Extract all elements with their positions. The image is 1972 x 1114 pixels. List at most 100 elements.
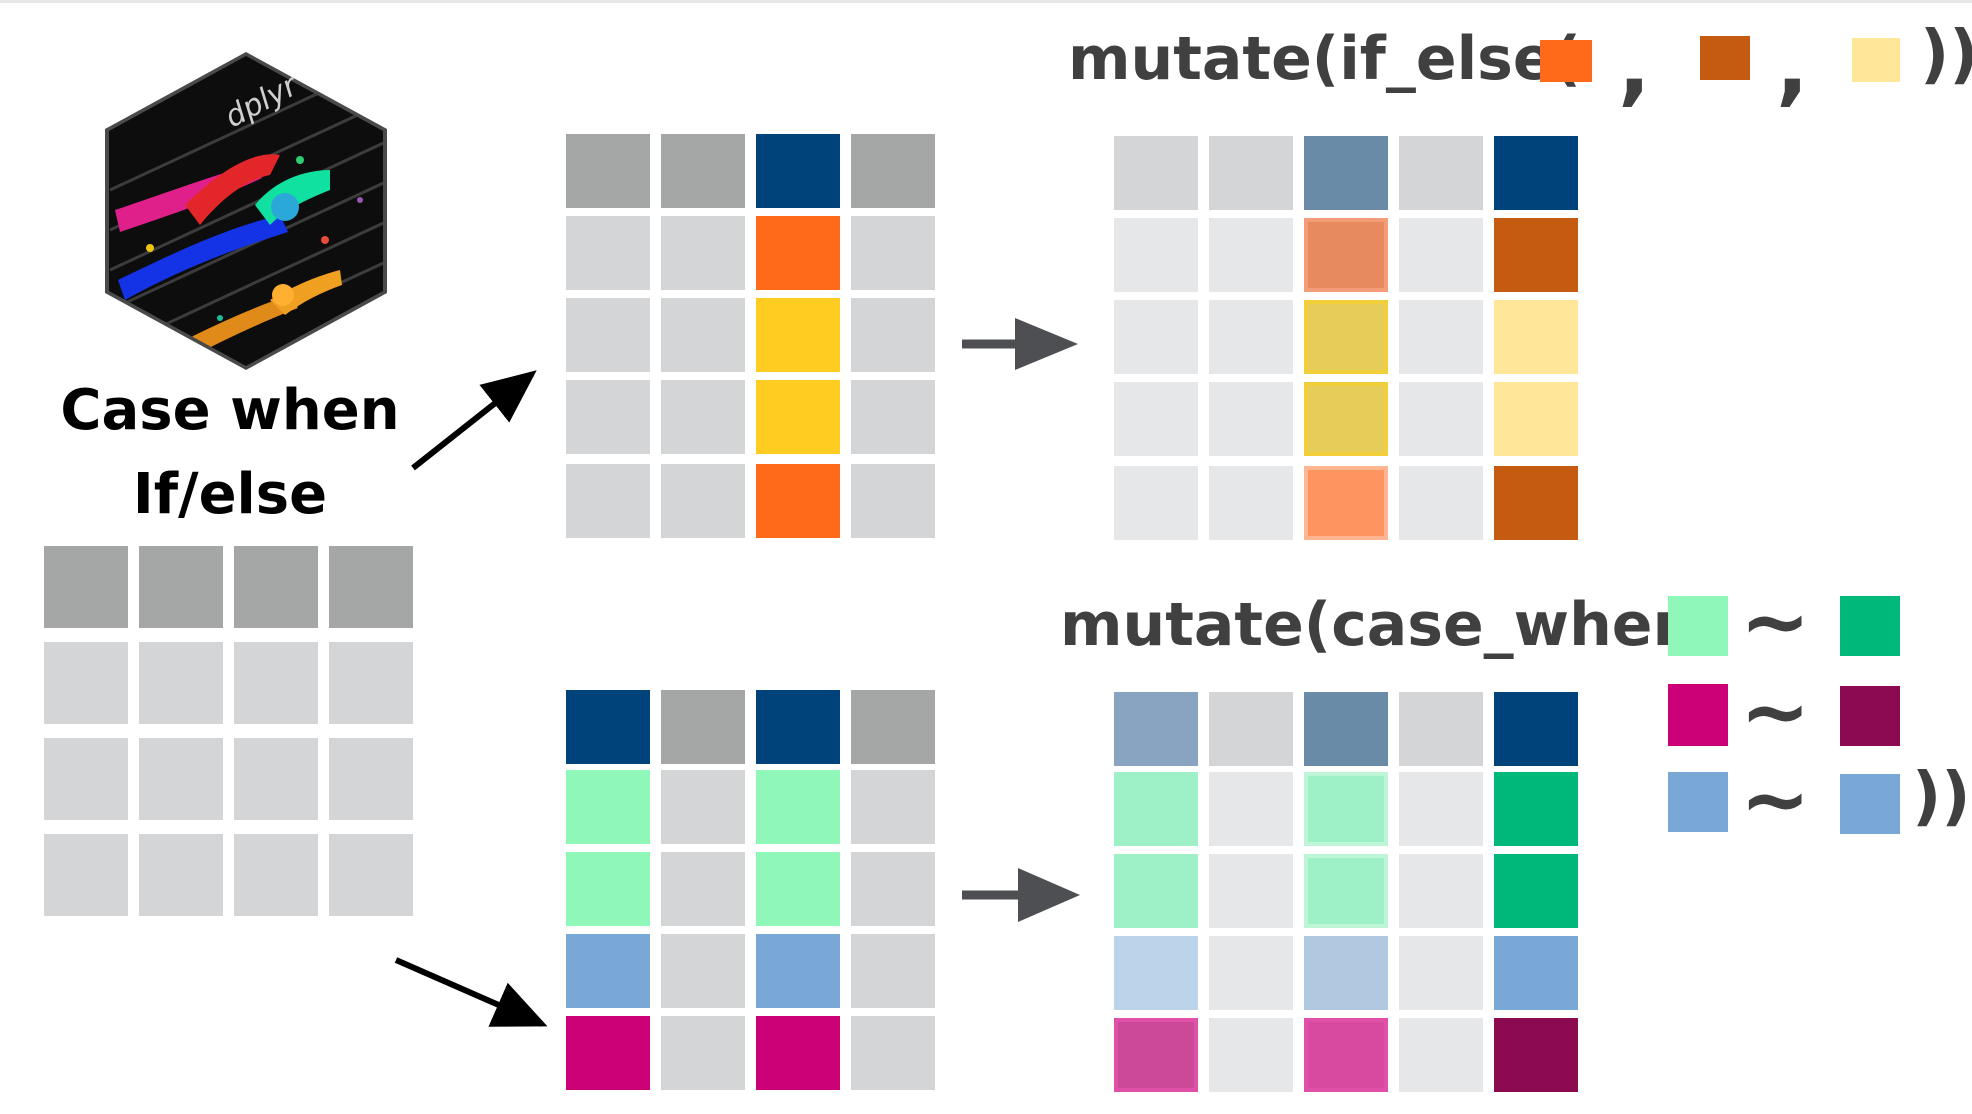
if-else-output-cell-r4-c4: [1494, 466, 1578, 540]
source-table-cell-r3-c3: [329, 834, 413, 916]
caption-if-else: If/else: [132, 462, 328, 527]
if-else-output-cell-r1-c0: [1114, 218, 1198, 292]
case-when-tilde-3: ~: [1740, 750, 1811, 848]
if-else-input-cell-r2-c2: [756, 298, 840, 372]
if-else-input-cell-r2-c1: [661, 298, 745, 372]
case-when-input-cell-r3-c1: [661, 934, 745, 1008]
if-else-output-cell-r2-c4: [1494, 300, 1578, 374]
source-table-cell-r3-c0: [44, 834, 128, 916]
case-when-input-cell-r2-c1: [661, 852, 745, 926]
if-else-input-cell-r0-c0: [566, 134, 650, 208]
if-else-input-cell-r3-c3: [851, 380, 935, 454]
case-when-output-cell-r1-c2: [1304, 772, 1388, 846]
case-when-output-cell-r2-c0: [1114, 854, 1198, 928]
if-else-output-cell-r0-c4: [1494, 136, 1578, 210]
case-when-output-cell-r0-c1: [1209, 692, 1293, 766]
if-else-output-cell-r0-c3: [1399, 136, 1483, 210]
source-table-cell-r1-c3: [329, 642, 413, 724]
if-else-swatch-true: [1540, 40, 1592, 82]
top-border: [0, 0, 1972, 3]
case-when-rule2-rhs: [1840, 686, 1900, 746]
if-else-output-cell-r2-c2: [1304, 300, 1388, 374]
if-else-output-cell-r4-c2: [1304, 466, 1388, 540]
case-when-output-cell-r0-c2: [1304, 692, 1388, 766]
if-else-output-cell-r1-c3: [1399, 218, 1483, 292]
if-else-input-cell-r1-c0: [566, 216, 650, 290]
if-else-input-cell-r1-c1: [661, 216, 745, 290]
case-when-output-cell-r3-c2: [1304, 936, 1388, 1010]
case-when-input-cell-r1-c2: [756, 770, 840, 844]
if-else-comma-1: ,: [1618, 16, 1651, 116]
if-else-input-cell-r4-c3: [851, 464, 935, 538]
case-when-output-cell-r2-c2: [1304, 854, 1388, 928]
source-table-cell-r1-c2: [234, 642, 318, 724]
if-else-swatch-missing: [1852, 38, 1900, 82]
case-when-rule1-rhs: [1840, 596, 1900, 656]
if-else-input-cell-r3-c1: [661, 380, 745, 454]
case-when-output-cell-r0-c0: [1114, 692, 1198, 766]
case-when-rule1-lhs: [1668, 596, 1728, 656]
if-else-output-cell-r2-c3: [1399, 300, 1483, 374]
case-when-input-cell-r3-c0: [566, 934, 650, 1008]
if-else-input-cell-r3-c2: [756, 380, 840, 454]
source-table-cell-r2-c3: [329, 738, 413, 820]
arrow-case-when-result: [962, 868, 1080, 922]
arrow-to-case-when-input: [394, 957, 548, 1027]
case-when-output-cell-r1-c3: [1399, 772, 1483, 846]
case-when-input-cell-r1-c1: [661, 770, 745, 844]
if-else-output-cell-r2-c1: [1209, 300, 1293, 374]
case-when-output-cell-r1-c1: [1209, 772, 1293, 846]
case-when-code: mutate(case_when(: [1060, 590, 1723, 660]
case-when-close: )): [1912, 760, 1971, 834]
if-else-output-cell-r3-c2: [1304, 382, 1388, 456]
if-else-output-cell-r0-c2: [1304, 136, 1388, 210]
if-else-input-cell-r0-c2: [756, 134, 840, 208]
arrow-if-else-result: [962, 318, 1078, 370]
case-when-rule3-lhs: [1668, 772, 1728, 832]
caption-case-when: Case when: [60, 378, 400, 443]
if-else-swatch-false: [1700, 36, 1750, 80]
case-when-output-cell-r1-c4: [1494, 772, 1578, 846]
case-when-input-cell-r4-c0: [566, 1016, 650, 1090]
source-table-cell-r1-c0: [44, 642, 128, 724]
if-else-code: mutate(if_else(: [1068, 24, 1581, 94]
if-else-output-cell-r0-c1: [1209, 136, 1293, 210]
case-when-input-cell-r2-c0: [566, 852, 650, 926]
source-table-cell-r2-c0: [44, 738, 128, 820]
case-when-output-cell-r0-c3: [1399, 692, 1483, 766]
if-else-input-cell-r1-c2: [756, 216, 840, 290]
case-when-input-cell-r0-c3: [851, 690, 935, 764]
case-when-input-cell-r0-c2: [756, 690, 840, 764]
case-when-rule2-lhs: [1668, 684, 1728, 746]
case-when-input-cell-r0-c0: [566, 690, 650, 764]
case-when-input-cell-r4-c3: [851, 1016, 935, 1090]
if-else-output-cell-r1-c1: [1209, 218, 1293, 292]
if-else-input-cell-r0-c1: [661, 134, 745, 208]
case-when-input-cell-r4-c2: [756, 1016, 840, 1090]
if-else-output-cell-r3-c3: [1399, 382, 1483, 456]
case-when-output-cell-r4-c3: [1399, 1018, 1483, 1092]
if-else-input-cell-r4-c1: [661, 464, 745, 538]
if-else-output-cell-r0-c0: [1114, 136, 1198, 210]
source-table-cell-r3-c1: [139, 834, 223, 916]
source-table-cell-r3-c2: [234, 834, 318, 916]
case-when-input-cell-r0-c1: [661, 690, 745, 764]
if-else-output-cell-r3-c4: [1494, 382, 1578, 456]
source-table-cell-r0-c3: [329, 546, 413, 628]
arrow-to-if-else-input: [411, 370, 537, 471]
if-else-output-cell-r3-c1: [1209, 382, 1293, 456]
if-else-input-cell-r0-c3: [851, 134, 935, 208]
case-when-input-cell-r2-c3: [851, 852, 935, 926]
case-when-output-cell-r3-c4: [1494, 936, 1578, 1010]
if-else-output-cell-r2-c0: [1114, 300, 1198, 374]
case-when-output-cell-r3-c1: [1209, 936, 1293, 1010]
if-else-output-cell-r4-c3: [1399, 466, 1483, 540]
case-when-output-cell-r0-c4: [1494, 692, 1578, 766]
if-else-input-cell-r4-c0: [566, 464, 650, 538]
if-else-output-cell-r1-c2: [1304, 218, 1388, 292]
case-when-tilde-1: ~: [1740, 572, 1811, 670]
case-when-output-cell-r3-c0: [1114, 936, 1198, 1010]
if-else-input-cell-r2-c3: [851, 298, 935, 372]
